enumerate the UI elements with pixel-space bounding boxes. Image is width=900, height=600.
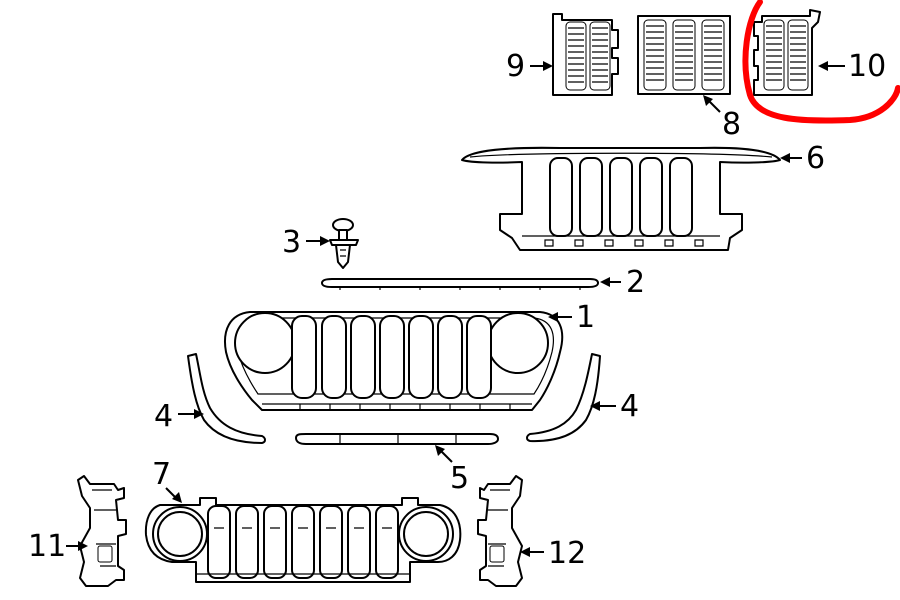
- callout-1: 1: [548, 300, 595, 335]
- callout-label-1: 1: [576, 300, 595, 335]
- callout-label-5: 5: [450, 461, 469, 496]
- callout-3: 3: [282, 225, 330, 260]
- callout-12: 12: [520, 536, 586, 571]
- callout-label-4-left: 4: [154, 399, 173, 434]
- part-7-grille-frame[interactable]: [144, 497, 462, 583]
- part-12-right-bracket[interactable]: [477, 475, 523, 587]
- part-11-left-bracket[interactable]: [77, 475, 127, 587]
- callout-label-7: 7: [152, 457, 171, 492]
- part-5-lower-molding[interactable]: [295, 433, 499, 445]
- callout-8: 8: [703, 95, 741, 142]
- part-10-right-grille-insert[interactable]: [753, 9, 821, 96]
- callout-label-10: 10: [848, 49, 886, 84]
- highlight-circle-part-10: [742, 0, 900, 124]
- callout-7: 7: [152, 457, 182, 503]
- part-4-right-side-molding[interactable]: [526, 353, 601, 443]
- callout-label-2: 2: [626, 265, 645, 300]
- part-6-grille-reinforcement[interactable]: [461, 146, 781, 251]
- callout-label-12: 12: [548, 536, 586, 571]
- callout-10: 10: [818, 49, 886, 84]
- callout-label-4-right: 4: [620, 389, 639, 424]
- callout-4-right: 4: [590, 389, 639, 424]
- callout-11: 11: [28, 529, 88, 564]
- part-1-main-grille[interactable]: [224, 311, 564, 411]
- callout-6: 6: [780, 141, 825, 176]
- callout-9: 9: [506, 49, 553, 84]
- callout-label-8: 8: [722, 107, 741, 142]
- part-9-left-grille-insert[interactable]: [552, 13, 619, 96]
- callout-label-3: 3: [282, 225, 301, 260]
- callout-5: 5: [435, 445, 469, 496]
- callout-label-11: 11: [28, 529, 66, 564]
- part-3-push-pin-fastener[interactable]: [329, 218, 359, 269]
- callout-label-9: 9: [506, 49, 525, 84]
- callout-2: 2: [600, 265, 645, 300]
- part-8-center-grille-insert[interactable]: [637, 15, 731, 95]
- callout-label-6: 6: [806, 141, 825, 176]
- callout-4-left: 4: [154, 399, 204, 434]
- part-2-upper-seal-strip[interactable]: [321, 278, 599, 290]
